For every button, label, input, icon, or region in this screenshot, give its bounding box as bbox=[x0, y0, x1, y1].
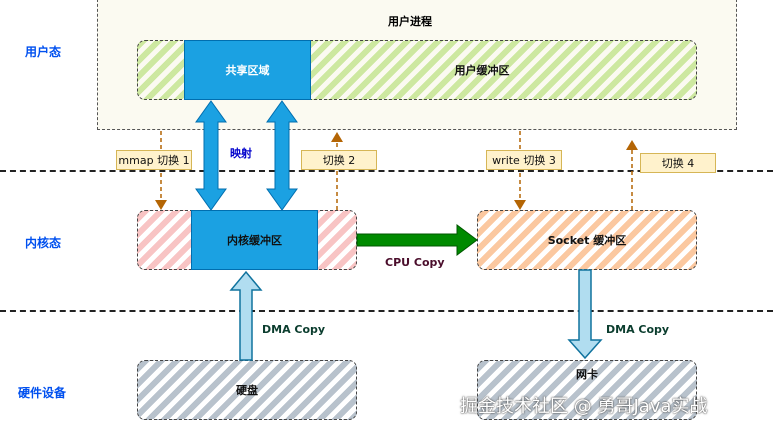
switch-3-tag: write 切换 3 bbox=[486, 150, 562, 170]
dma-copy-down-arrow bbox=[567, 269, 603, 360]
cpu-copy-label: CPU Copy bbox=[385, 256, 445, 269]
dma-copy-left-label: DMA Copy bbox=[262, 323, 326, 336]
user-kernel-divider bbox=[0, 170, 773, 172]
shared-region: 共享区域 bbox=[184, 40, 311, 100]
user-buffer-label: 用户缓冲区 bbox=[454, 64, 510, 77]
zone-user-label: 用户态 bbox=[25, 45, 62, 59]
mapping-double-arrow-right bbox=[266, 100, 298, 211]
cpu-copy-arrow bbox=[356, 224, 478, 256]
switch-2-tag: 切换 2 bbox=[301, 150, 377, 170]
mapping-double-arrow-left bbox=[195, 100, 227, 211]
watermark: 掘金技术社区 @ 勇哥Java实战 bbox=[460, 396, 708, 417]
switch-1-tag: mmap 切换 1 bbox=[116, 150, 192, 170]
dma-copy-right-label: DMA Copy bbox=[606, 323, 670, 336]
user-process-title: 用户进程 bbox=[388, 15, 432, 28]
mapping-label: 映射 bbox=[230, 147, 252, 160]
nic: 网卡 bbox=[477, 360, 697, 420]
zone-hardware-label: 硬件设备 bbox=[18, 386, 67, 400]
kernel-buffer: 内核缓冲区 bbox=[191, 210, 318, 270]
zone-kernel-label: 内核态 bbox=[25, 236, 62, 250]
kernel-hardware-divider bbox=[0, 310, 773, 312]
dma-copy-up-arrow bbox=[229, 270, 263, 361]
switch-4-tag: 切换 4 bbox=[640, 153, 716, 173]
